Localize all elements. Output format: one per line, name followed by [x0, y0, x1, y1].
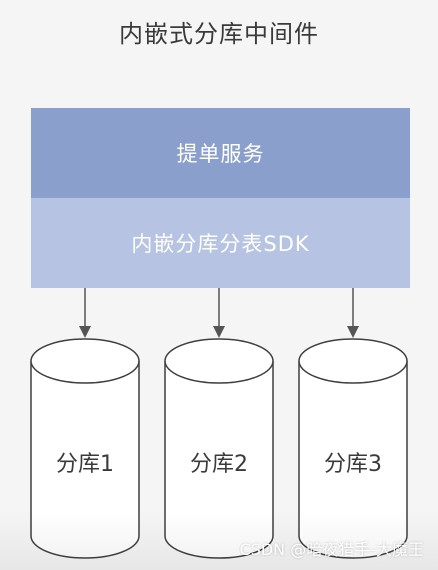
diagram-title: 内嵌式分库中间件 — [119, 20, 319, 48]
database-label-3: 分库3 — [324, 452, 382, 477]
sdk-box: 内嵌分库分表SDK — [31, 198, 410, 288]
service-box-label: 提单服务 — [176, 142, 265, 166]
database-cylinder-3 — [298, 338, 408, 559]
bottom-shade — [0, 510, 438, 570]
service-box: 提单服务 — [31, 108, 410, 198]
database-cylinder-1 — [30, 338, 140, 559]
watermark: CSDN @暗夜猎手-大魔王 — [239, 540, 424, 559]
database-cylinder-2 — [164, 338, 274, 559]
database-label-2: 分库2 — [190, 452, 248, 477]
sdk-box-label: 内嵌分库分表SDK — [131, 232, 310, 256]
database-label-1: 分库1 — [56, 452, 114, 477]
